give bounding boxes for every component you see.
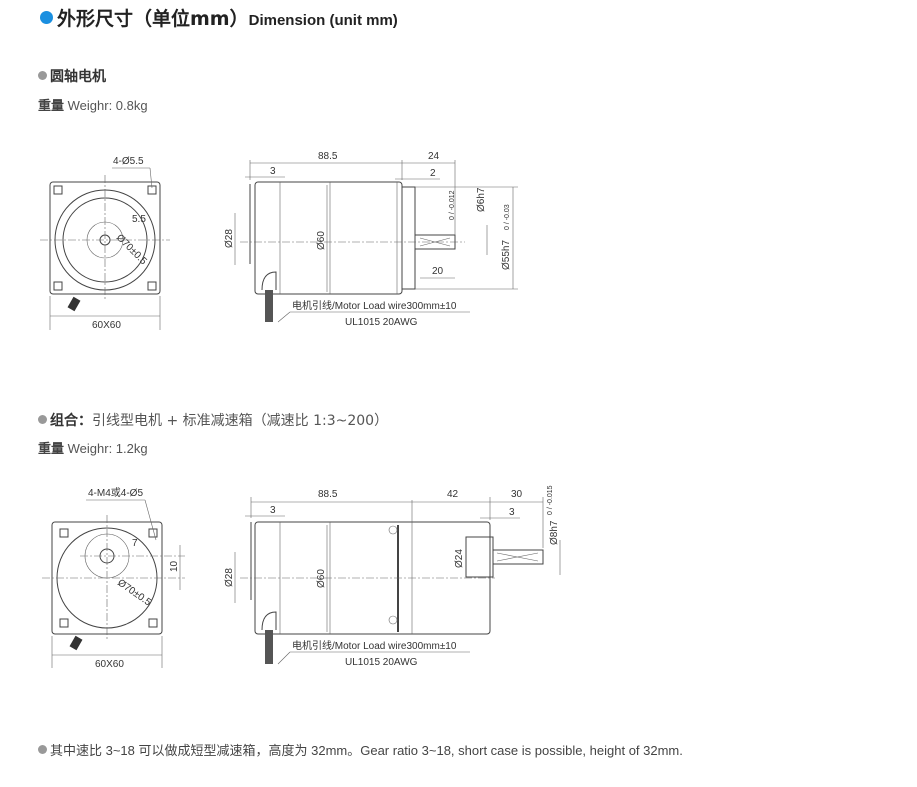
bullet-icon: [38, 415, 47, 424]
footnote-text: 其中速比 3~18 可以做成短型减速箱，高度为 32mm。Gear ratio …: [50, 743, 683, 758]
dim-pcd: Ø70±0.5: [115, 577, 153, 608]
dim-pilot-tolerance: 0 / -0.03: [504, 204, 511, 230]
dim-flange: 3: [270, 505, 276, 516]
side-view-1: 88.5 24 3 2 Ø28 Ø60 Ø6h7 0 / -0.012 Ø55h…: [224, 151, 518, 328]
wire-spec: UL1015 20AWG: [345, 317, 418, 328]
dim-holes: 4-M4或4-Ø5: [88, 487, 143, 499]
section1-title: 圆轴电机: [38, 66, 106, 86]
weight-label: 重量: [38, 441, 65, 456]
dim-flange: 3: [270, 166, 276, 177]
section2-title-rest: 引线型电机 + 标准减速箱（减速比 1:3~200）: [92, 413, 389, 429]
wire-label: 电机引线/Motor Load wire300mm±10: [292, 299, 457, 312]
title-cn: 外形尺寸（单位mm）: [57, 8, 249, 30]
wire-label: 电机引线/Motor Load wire300mm±10: [292, 639, 457, 652]
weight-value: Weighr: 0.8kg: [67, 98, 148, 113]
weight-value: Weighr: 1.2kg: [67, 441, 148, 456]
side-view-2: 88.5 42 30 3 3 Ø28 Ø60 Ø24 Ø8h7 0 / -0.0…: [224, 485, 561, 668]
section2-weight: 重量 Weighr: 1.2kg: [38, 438, 148, 457]
section2-title: 组合：引线型电机 + 标准减速箱（减速比 1:3~200）: [38, 410, 388, 430]
dim-length: 88.5: [318, 489, 338, 500]
section2-title-text: 组合：: [50, 413, 92, 429]
dim-shaft-offset: 10: [169, 560, 180, 572]
dim-holes: 4-Ø5.5: [113, 156, 144, 167]
footnote: 其中速比 3~18 可以做成短型减速箱，高度为 32mm。Gear ratio …: [38, 740, 683, 759]
bullet-icon: [38, 71, 47, 80]
section1-weight: 重量 Weighr: 0.8kg: [38, 95, 148, 114]
dim-body-diameter: Ø60: [316, 569, 327, 588]
bullet-icon: [38, 745, 47, 754]
weight-label: 重量: [38, 98, 65, 113]
dim-step: 3: [509, 507, 515, 518]
dim-body-diameter: Ø60: [316, 231, 327, 250]
dim-step: 2: [430, 168, 436, 179]
front-view-1: 4-Ø5.5 5.5 Ø70±0.5 60X60: [40, 156, 170, 331]
front-view-2: 4-M4或4-Ø5 7 10 Ø70±0.5 60X60: [42, 487, 185, 670]
dim-offset: 7: [132, 538, 138, 549]
dim-gear-length: 42: [447, 489, 459, 500]
dim-shaft-diameter: Ø8h7: [549, 520, 560, 545]
dim-shaft-tolerance: 0 / -0.012: [449, 190, 456, 220]
dim-size: 60X60: [95, 659, 124, 670]
dim-pilot-diameter: Ø55h7: [501, 240, 512, 270]
dim-shaft-length: 30: [511, 489, 523, 500]
dim-length: 88.5: [318, 151, 338, 162]
dim-shaft-tolerance: 0 / -0.015: [547, 485, 554, 515]
dim-boss-diameter: Ø24: [454, 549, 465, 568]
dim-rear-diameter: Ø28: [224, 568, 235, 587]
dim-offset: 5.5: [132, 214, 146, 225]
dim-shaft-length: 24: [428, 151, 440, 162]
dim-rear-diameter: Ø28: [224, 229, 235, 248]
dim-pcd: Ø70±0.5: [114, 232, 149, 267]
dim-key-length: 20: [432, 266, 444, 277]
bullet-icon: [40, 11, 53, 24]
dim-size: 60X60: [92, 320, 121, 331]
dim-shaft-diameter: Ø6h7: [476, 187, 487, 212]
wire-spec: UL1015 20AWG: [345, 657, 418, 668]
title-en: Dimension (unit mm): [248, 12, 398, 29]
page-title: 外形尺寸（单位mm）Dimension (unit mm): [40, 4, 398, 31]
section1-title-text: 圆轴电机: [50, 69, 106, 85]
